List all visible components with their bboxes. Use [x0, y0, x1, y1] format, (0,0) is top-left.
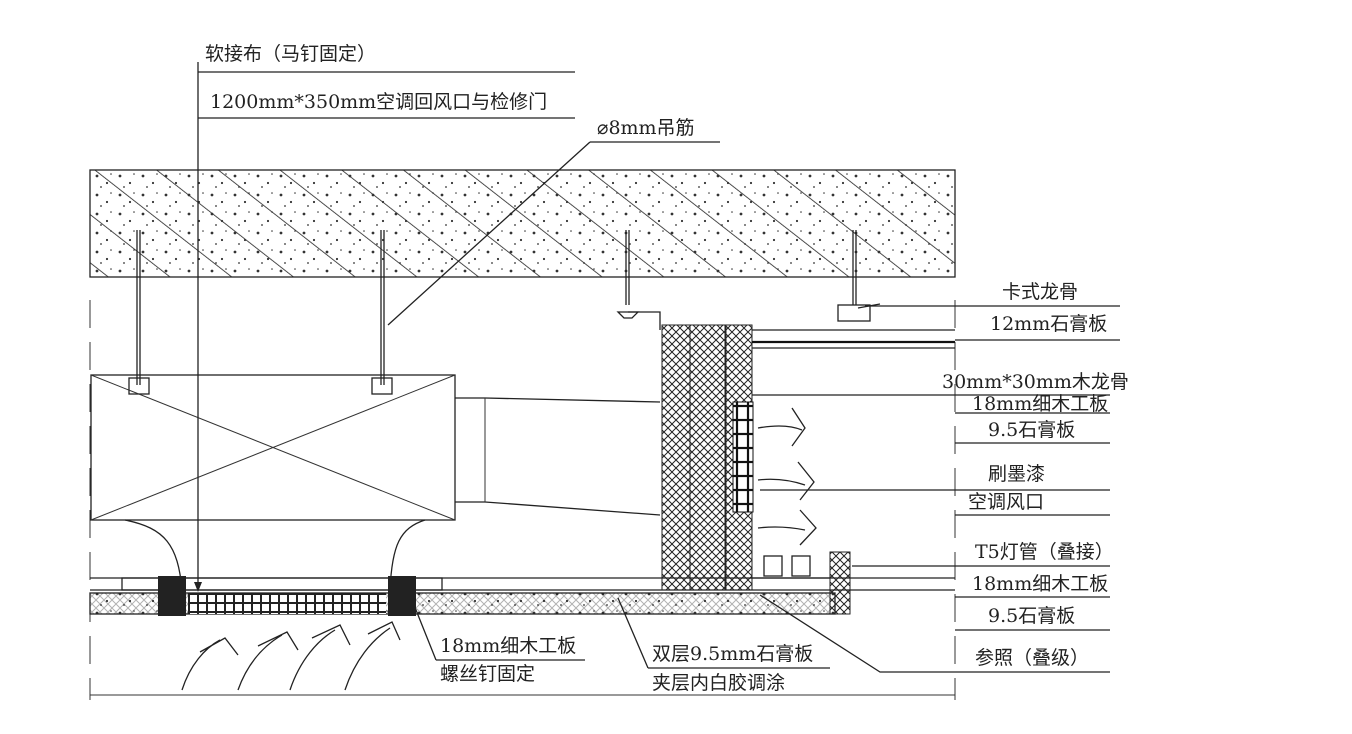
labels: 软接布（马钉固定） 1200mm*350mm空调回风口与检修门 ⌀8mm吊筋 卡… [205, 43, 1129, 694]
label-screw-fix: 螺丝钉固定 [440, 663, 535, 685]
label-soft-joint: 软接布（马钉固定） [205, 43, 376, 65]
label-reference: 参照（叠级） [975, 647, 1089, 669]
label-interlayer-glue: 夹层内白胶调涂 [652, 672, 785, 694]
hanger-rods [128, 230, 881, 395]
label-return-vent: 1200mm*350mm空调回风口与检修门 [210, 91, 547, 113]
label-t5-tube: T5灯管（叠接） [975, 541, 1114, 563]
ceiling-board [89, 576, 955, 616]
label-double-gypsum: 双层9.5mm石膏板 [652, 642, 813, 665]
wood-frame [661, 324, 955, 615]
label-gypsum-95-right2: 9.5石膏板 [988, 604, 1075, 627]
airflow-arrows [181, 407, 817, 691]
concrete-slab [89, 169, 956, 278]
label-card-keel: 卡式龙骨 [1002, 281, 1078, 303]
label-blockboard-18-right2: 18mm细木工板 [972, 573, 1108, 595]
label-gypsum-12: 12mm石膏板 [990, 312, 1107, 335]
label-blockboard-18-right: 18mm细木工板 [972, 393, 1108, 415]
leader-lines [194, 62, 1120, 673]
label-hanger-rod: ⌀8mm吊筋 [597, 117, 695, 139]
section-boundaries [89, 300, 956, 700]
label-paint: 刷墨漆 [988, 463, 1045, 485]
label-gypsum-95-right: 9.5石膏板 [988, 418, 1075, 441]
label-wood-keel: 30mm*30mm木龙骨 [942, 371, 1129, 393]
label-ac-vent: 空调风口 [968, 491, 1044, 513]
label-blockboard-18-bottom: 18mm细木工板 [440, 635, 576, 657]
air-box [90, 374, 661, 591]
